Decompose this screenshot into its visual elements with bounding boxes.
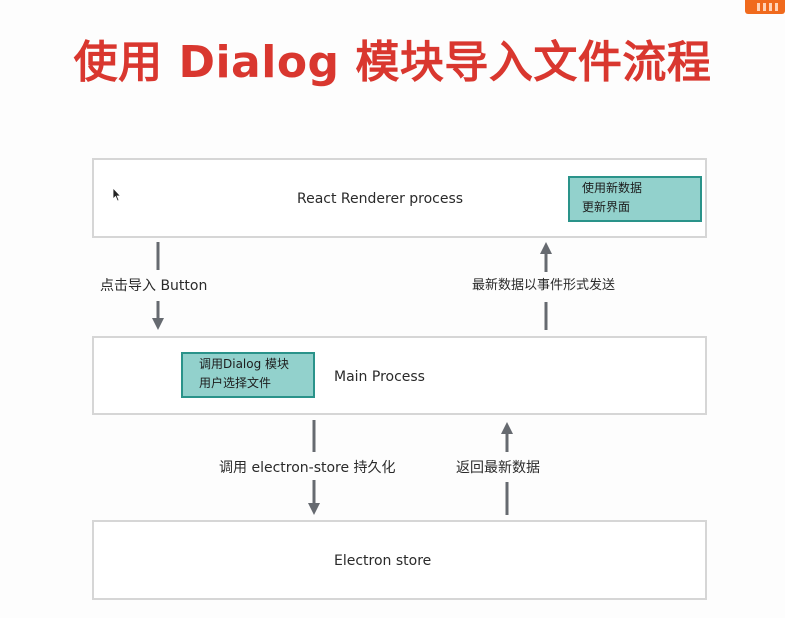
electron-store-label: Electron store xyxy=(334,553,432,569)
persist-store-label: 调用 electron-store 持久化 xyxy=(219,460,396,476)
renderer-process-box: React Renderer process 使用新数据 更新界面 xyxy=(92,158,707,238)
send-event-label: 最新数据以事件形式发送 xyxy=(472,278,616,293)
dialog-module-note: 调用Dialog 模块 用户选择文件 xyxy=(181,352,315,398)
return-data-label: 返回最新数据 xyxy=(456,460,540,476)
update-ui-note-line-2: 更新界面 xyxy=(582,200,631,214)
dialog-module-note-line-2: 用户选择文件 xyxy=(199,376,272,390)
main-process-label: Main Process xyxy=(334,369,425,385)
electron-store-box: Electron store xyxy=(92,520,707,600)
mouse-cursor-icon xyxy=(112,187,122,202)
page-title: 使用 Dialog 模块导入文件流程 xyxy=(73,37,712,88)
dialog-module-note-line-1: 调用Dialog 模块 xyxy=(199,357,290,371)
update-ui-note-line-1: 使用新数据 xyxy=(582,181,643,195)
logo-icon xyxy=(745,0,785,14)
renderer-process-label: React Renderer process xyxy=(297,191,464,207)
click-import-label: 点击导入 Button xyxy=(100,278,208,294)
main-process-box: 调用Dialog 模块 用户选择文件 Main Process xyxy=(92,336,707,415)
update-ui-note: 使用新数据 更新界面 xyxy=(568,176,702,222)
